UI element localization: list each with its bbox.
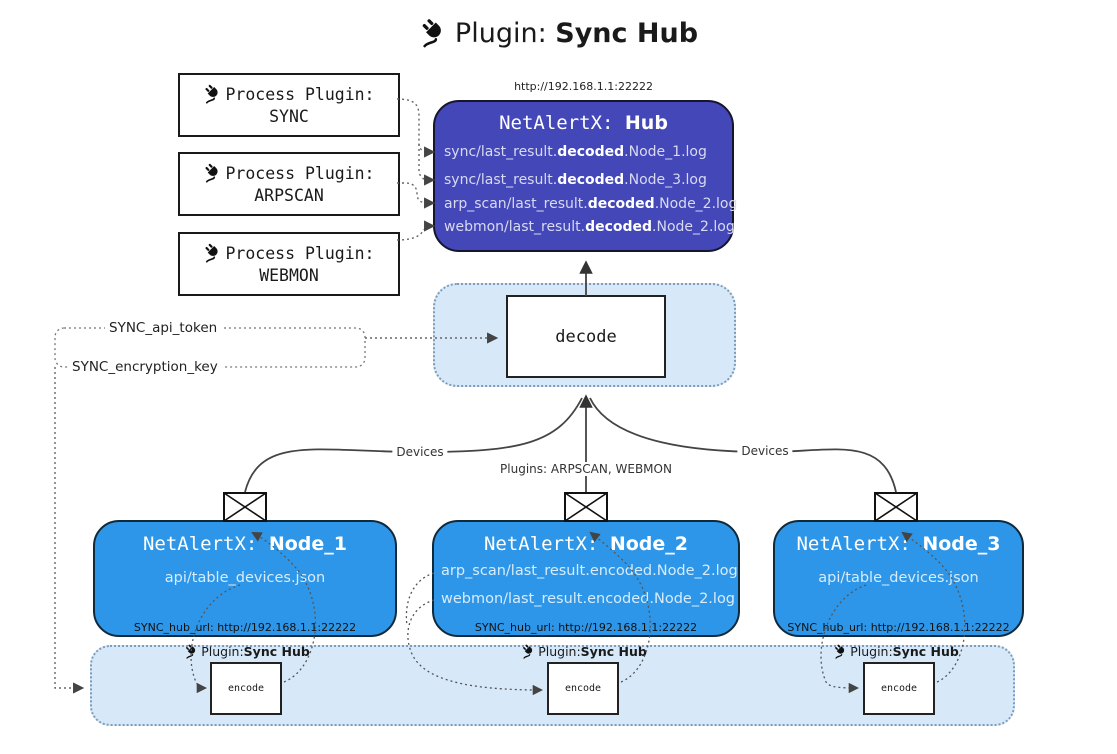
edge-label-devices-right: Devices xyxy=(737,444,793,458)
plug-icon xyxy=(422,19,441,48)
plug-icon xyxy=(205,243,219,263)
page-title-prefix: Plugin: xyxy=(454,18,556,49)
encode-label: encode xyxy=(227,683,265,694)
plug-icon xyxy=(186,644,196,659)
process-plugin-label: Process Plugin: xyxy=(225,163,375,183)
hub-file-1: sync/last_result.decoded.Node_1.log xyxy=(444,144,707,160)
node1-title: NetAlertX: Node_1 xyxy=(142,533,347,555)
plug-icon xyxy=(523,644,533,659)
node1-file: api/table_devices.json xyxy=(164,570,326,586)
hub-file-3: arp_scan/last_result.decoded.Node_2.log xyxy=(444,196,738,212)
hub-file-4: webmon/last_result.decoded.Node_2.log xyxy=(444,219,735,235)
edge-label-devices-left: Devices xyxy=(392,445,448,459)
decode-label: decode xyxy=(555,326,617,347)
edge-sync-to-log1 xyxy=(396,98,436,158)
envelope-icon-node1 xyxy=(223,492,267,522)
encoder3-label: Plugin: Sync Hub xyxy=(833,644,959,659)
envelope-icon-node3 xyxy=(874,492,918,522)
process-plugin-label: Process Plugin: xyxy=(225,243,375,263)
plug-icon xyxy=(205,163,219,183)
edge-settings-to-encoders xyxy=(54,367,85,694)
node1-hub-url: SYNC_hub_url: http://192.168.1.1:22222 xyxy=(133,621,357,634)
encode3-box: encode xyxy=(863,662,935,715)
node2-file-1: arp_scan/last_result.encoded.Node_2.log xyxy=(441,563,738,579)
edge-arpscan-to-log3 xyxy=(397,182,436,209)
process-plugin-sync: Process Plugin: SYNC xyxy=(178,73,400,137)
node3-title: NetAlertX: Node_3 xyxy=(796,533,1001,555)
node3-hub-url: SYNC_hub_url: http://192.168.1.1:22222 xyxy=(787,621,1010,634)
encoder2-label: Plugin: Sync Hub xyxy=(521,644,647,659)
node2-title: NetAlertX: Node_2 xyxy=(483,533,688,555)
setting-encryption-key: SYNC_encryption_key xyxy=(68,359,222,375)
edge-sync-to-log2 xyxy=(418,144,436,186)
process-plugin-label: Process Plugin: xyxy=(225,84,375,104)
encode-label: encode xyxy=(880,683,918,694)
edge-webmon-to-log4 xyxy=(396,220,436,241)
encoder1-label: Plugin: Sync Hub xyxy=(184,644,310,659)
process-plugin-arpscan: Process Plugin: ARPSCAN xyxy=(178,152,400,216)
process-plugin-webmon: Process Plugin: WEBMON xyxy=(178,232,400,296)
node3-file: api/table_devices.json xyxy=(818,570,979,586)
hub-box xyxy=(433,100,734,252)
edge-node2-file1-out xyxy=(405,572,435,627)
page-title: Plugin: Sync Hub xyxy=(0,18,1117,49)
page-title-bold: Sync Hub xyxy=(555,18,699,49)
node2-hub-url: SYNC_hub_url: http://192.168.1.1:22222 xyxy=(474,621,698,634)
plug-icon xyxy=(835,644,845,659)
edge-label-plugins: Plugins: ARPSCAN, WEBMON xyxy=(496,462,676,476)
process-plugin-name: ARPSCAN xyxy=(254,186,324,205)
setting-api-token: SYNC_api_token xyxy=(105,320,222,336)
node2-file-2: webmon/last_result.encoded.Node_2.log xyxy=(441,591,736,607)
hub-file-2: sync/last_result.decoded.Node_3.log xyxy=(444,172,707,188)
process-plugin-name: SYNC xyxy=(269,107,309,126)
encode1-box: encode xyxy=(210,662,282,715)
process-plugin-name: WEBMON xyxy=(259,266,319,285)
envelope-icon-node2 xyxy=(564,492,608,522)
hub-title-name: Hub xyxy=(624,112,668,134)
plug-icon xyxy=(205,84,219,104)
hub-title-prefix: NetAlertX: xyxy=(499,112,625,134)
decode-box: decode xyxy=(506,295,666,378)
hub-title: NetAlertX: Hub xyxy=(433,112,734,134)
encode2-box: encode xyxy=(547,662,619,715)
encode-label: encode xyxy=(564,683,602,694)
hub-url-label: http://192.168.1.1:22222 xyxy=(514,80,653,93)
